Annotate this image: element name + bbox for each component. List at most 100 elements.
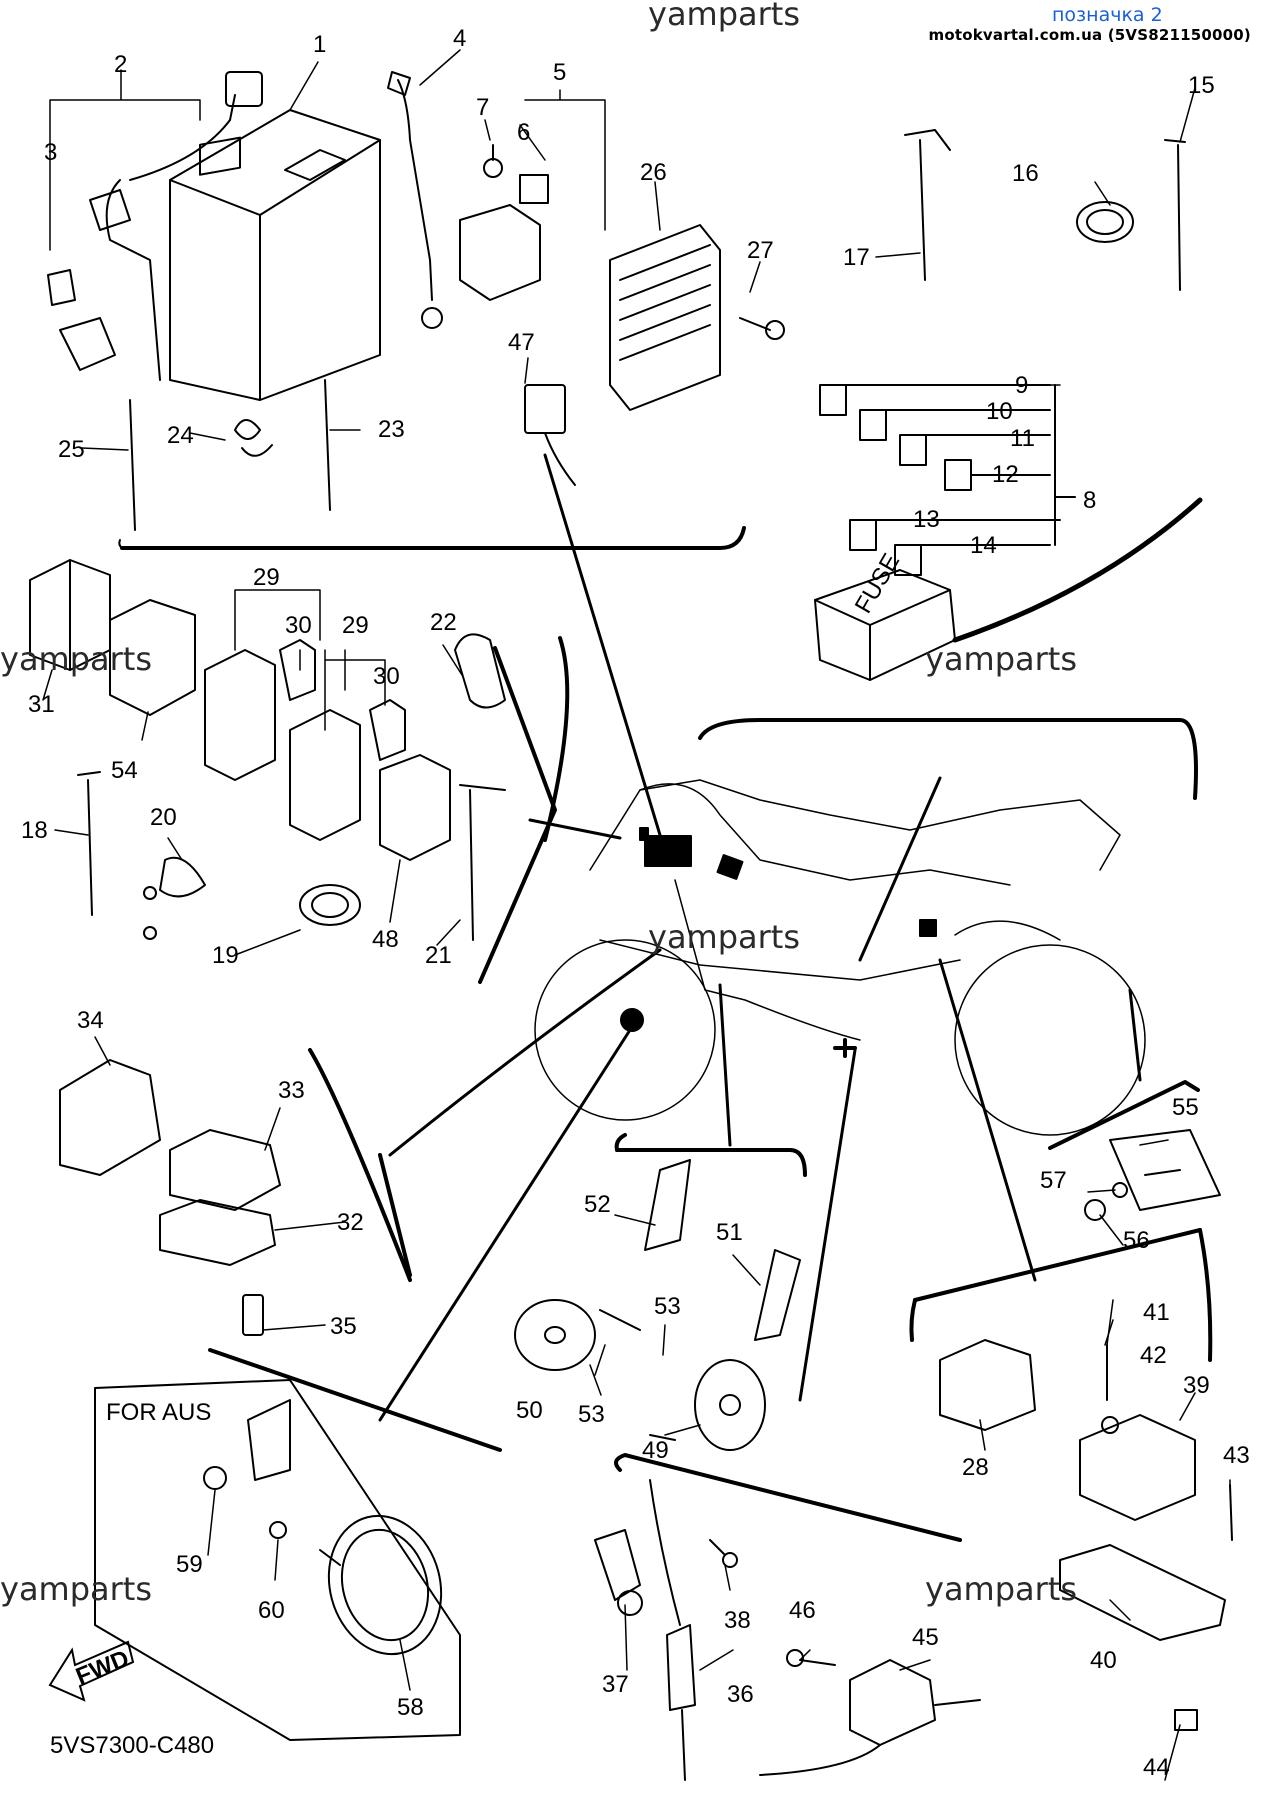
plate xyxy=(1059,1544,1226,1641)
callout-53b: 53 xyxy=(578,1401,605,1428)
callout-11: 11 xyxy=(1010,425,1035,452)
horn xyxy=(514,1299,596,1371)
callout-15: 15 xyxy=(1188,72,1215,99)
callout-30a: 30 xyxy=(285,612,312,639)
watermark: yamparts xyxy=(0,640,152,678)
callout-9: 9 xyxy=(1015,372,1028,399)
callout-59: 59 xyxy=(176,1551,203,1578)
callout-4: 4 xyxy=(453,25,466,52)
sensor xyxy=(849,1659,936,1746)
callout-36: 36 xyxy=(727,1681,754,1708)
callout-29a: 29 xyxy=(253,564,280,591)
bracket xyxy=(644,1159,691,1251)
fuse-group xyxy=(698,129,1203,800)
callout-37: 37 xyxy=(602,1671,629,1698)
coupler xyxy=(524,384,566,434)
callout-32: 32 xyxy=(337,1209,364,1236)
fuse-set xyxy=(819,384,972,576)
callout-23: 23 xyxy=(378,416,405,443)
rubber-mount xyxy=(1079,1414,1196,1521)
callout-56: 56 xyxy=(1123,1227,1150,1254)
bracket xyxy=(594,1529,641,1601)
cable-tie xyxy=(87,779,93,916)
callout-5: 5 xyxy=(553,59,566,86)
grommet xyxy=(1076,201,1134,243)
callout-12: 12 xyxy=(992,461,1019,488)
callout-40: 40 xyxy=(1090,1647,1117,1674)
callout-24: 24 xyxy=(167,422,194,449)
relay xyxy=(204,649,276,781)
relay xyxy=(289,709,361,841)
callout-42: 42 xyxy=(1140,1342,1167,1369)
battery-group xyxy=(47,71,785,550)
header-site: motokvartal.com.ua (5VS821150000) xyxy=(928,26,1251,44)
bracket xyxy=(159,1199,276,1266)
relay-bracket-group xyxy=(909,1228,1233,1731)
fuse-box-label: FUSE xyxy=(850,549,905,618)
flasher-relay xyxy=(379,754,451,861)
callout-10: 10 xyxy=(986,398,1013,425)
module xyxy=(169,1129,281,1211)
callout-47: 47 xyxy=(508,329,535,356)
callout-19: 19 xyxy=(212,942,239,969)
callout-39: 39 xyxy=(1183,1372,1210,1399)
callout-13: 13 xyxy=(913,506,940,533)
side-reflector-group xyxy=(1048,1080,1221,1221)
cable-tie xyxy=(469,789,474,941)
callout-38: 38 xyxy=(724,1607,751,1634)
callout-54: 54 xyxy=(111,757,138,784)
callout-41: 41 xyxy=(1143,1299,1170,1326)
sub-harness xyxy=(105,179,161,381)
watermarks: yamparts yamparts yamparts yamparts yamp… xyxy=(0,0,1077,1608)
bracket xyxy=(754,1249,801,1341)
fwd-arrow: FWD xyxy=(48,1640,135,1702)
relay-group xyxy=(29,559,570,984)
clamp xyxy=(234,419,261,440)
callout-28: 28 xyxy=(962,1454,989,1481)
callout-1: 1 xyxy=(313,31,326,58)
callout-16: 16 xyxy=(1012,160,1039,187)
callout-21: 21 xyxy=(425,942,452,969)
callout-14: 14 xyxy=(970,532,997,559)
motorcycle-markers xyxy=(620,827,937,1058)
relay xyxy=(939,1339,1036,1431)
connector xyxy=(369,699,406,761)
box-label: FOR AUS xyxy=(106,1399,211,1426)
reflector-plate xyxy=(1109,1129,1221,1211)
callout-18: 18 xyxy=(21,817,48,844)
callout-26: 26 xyxy=(640,159,667,186)
callout-35: 35 xyxy=(330,1313,357,1340)
watermark: yamparts xyxy=(925,1570,1077,1608)
callout-43: 43 xyxy=(1223,1442,1250,1469)
watermark: yamparts xyxy=(925,640,1077,678)
header-tag: позначка 2 xyxy=(1052,4,1163,26)
relay xyxy=(109,599,196,716)
reflector xyxy=(327,1514,443,1656)
callout-22: 22 xyxy=(430,609,457,636)
callout-3: 3 xyxy=(44,139,57,166)
callout-2: 2 xyxy=(114,51,127,78)
callout-30b: 30 xyxy=(373,663,400,690)
callout-6: 6 xyxy=(517,119,530,146)
watermark: yamparts xyxy=(0,1570,152,1608)
callout-53a: 53 xyxy=(654,1293,681,1320)
battery-cable xyxy=(397,79,433,301)
callout-49: 49 xyxy=(642,1437,669,1464)
diagram-code: 5VS7300-C480 xyxy=(50,1732,214,1759)
sensor-group xyxy=(594,1453,981,1781)
ignition-group xyxy=(59,1048,412,1336)
callout-50: 50 xyxy=(516,1397,543,1424)
callout-17: 17 xyxy=(843,244,870,271)
callout-34: 34 xyxy=(77,1007,104,1034)
watermark: yamparts xyxy=(648,918,800,956)
cable-tie xyxy=(324,379,331,511)
pointer-arrows xyxy=(378,453,1142,1422)
callout-58: 58 xyxy=(397,1694,424,1721)
callout-27: 27 xyxy=(747,237,774,264)
callout-45: 45 xyxy=(912,1624,939,1651)
callout-60: 60 xyxy=(258,1597,285,1624)
cable-tie xyxy=(129,399,136,531)
cover xyxy=(59,1059,161,1176)
callout-48: 48 xyxy=(372,926,399,953)
